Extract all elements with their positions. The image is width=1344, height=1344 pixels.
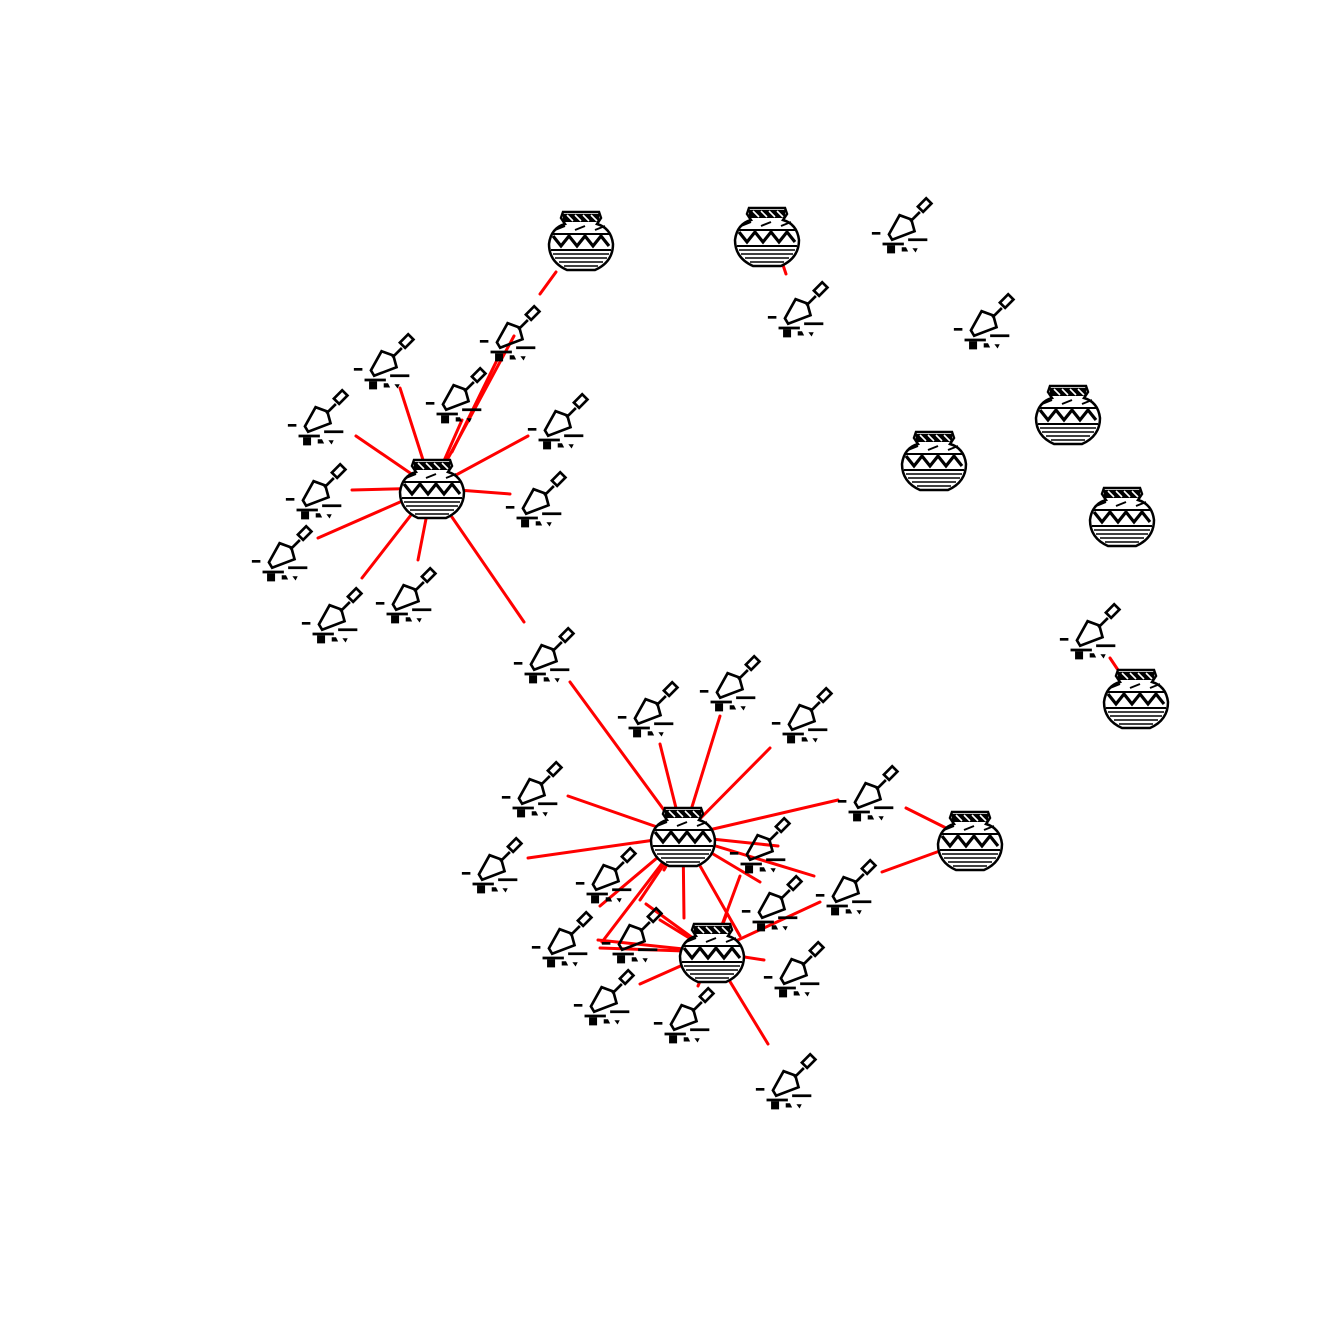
trowel-icon bbox=[1058, 602, 1121, 660]
trowel-icon bbox=[352, 332, 415, 390]
pottery-vessel-icon bbox=[649, 806, 717, 868]
trowel-icon bbox=[250, 524, 313, 582]
trowel-icon bbox=[870, 196, 933, 254]
trowel-icon bbox=[478, 304, 541, 362]
trowel-icon bbox=[374, 566, 437, 624]
trowel-icon bbox=[698, 654, 761, 712]
pottery-vessel-icon bbox=[733, 206, 801, 268]
trowel-icon bbox=[286, 388, 349, 446]
pottery-vessel-icon bbox=[398, 458, 466, 520]
trowel-icon bbox=[424, 366, 487, 424]
trowel-icon bbox=[600, 906, 663, 964]
trowel-icon bbox=[460, 836, 523, 894]
trowel-icon bbox=[754, 1052, 817, 1110]
trowel-icon bbox=[504, 470, 567, 528]
pottery-vessel-icon bbox=[547, 210, 615, 272]
network-edge bbox=[538, 270, 558, 296]
trowel-icon bbox=[740, 874, 803, 932]
pottery-vessel-icon bbox=[1102, 668, 1170, 730]
trowel-icon bbox=[572, 968, 635, 1026]
node-layer bbox=[250, 196, 1170, 1110]
trowel-icon bbox=[952, 292, 1015, 350]
pottery-vessel-icon bbox=[1034, 384, 1102, 446]
trowel-icon bbox=[814, 858, 877, 916]
trowel-icon bbox=[526, 392, 589, 450]
trowel-icon bbox=[652, 986, 715, 1044]
trowel-icon bbox=[770, 686, 833, 744]
trowel-icon bbox=[530, 910, 593, 968]
trowel-icon bbox=[500, 760, 563, 818]
trowel-icon bbox=[836, 764, 899, 822]
pottery-vessel-icon bbox=[936, 810, 1004, 872]
pottery-vessel-icon bbox=[1088, 486, 1156, 548]
trowel-icon bbox=[574, 846, 637, 904]
trowel-icon bbox=[284, 462, 347, 520]
trowel-icon bbox=[762, 940, 825, 998]
trowel-icon bbox=[766, 280, 829, 338]
pottery-vessel-icon bbox=[900, 430, 968, 492]
trowel-icon bbox=[616, 680, 679, 738]
network-edge bbox=[450, 356, 500, 454]
network-edge bbox=[1108, 656, 1120, 672]
pottery-vessel-icon bbox=[678, 922, 746, 984]
trowel-icon bbox=[300, 586, 363, 644]
trowel-icon bbox=[512, 626, 575, 684]
